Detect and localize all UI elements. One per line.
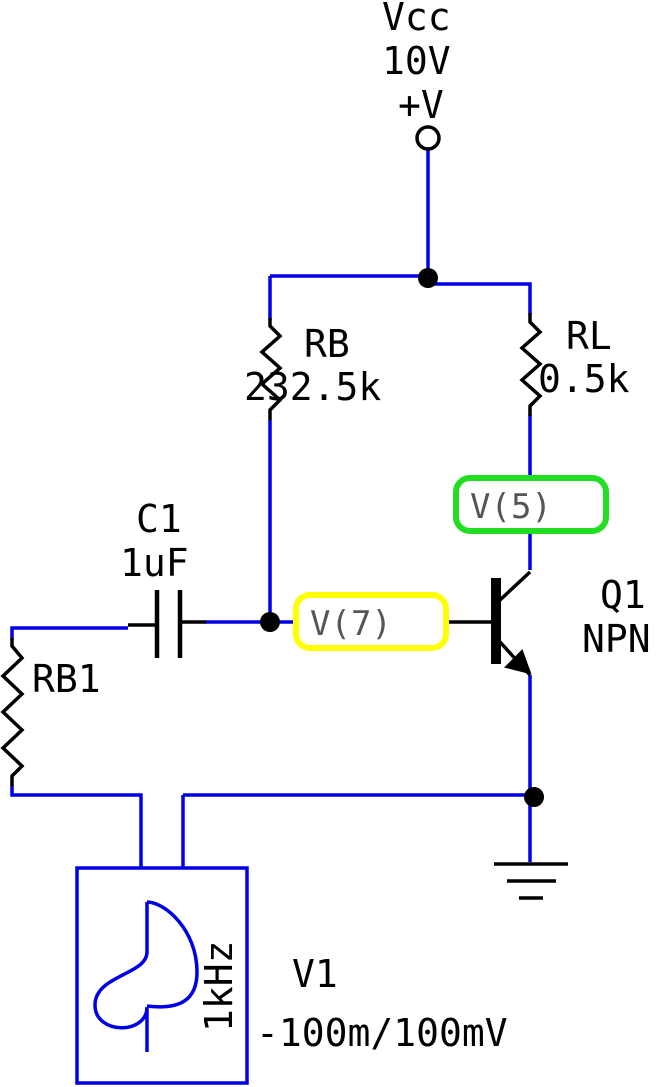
vcc-name: Vcc [382, 0, 451, 39]
vcc-terminal-circle [415, 125, 441, 151]
probe-v5-frame[interactable] [453, 475, 609, 534]
c1-value: 1uF [120, 541, 189, 585]
probe-v7-label: V(7) [310, 604, 392, 644]
c1-name: C1 [136, 497, 182, 541]
transistor-q1-emitter-arrow-icon [504, 649, 532, 675]
ground-icon [494, 862, 568, 900]
vcc-symbol: +V [398, 83, 444, 127]
vcc-value: 10V [382, 39, 451, 83]
rb-value: 232.5k [244, 365, 381, 409]
wires [10, 150, 534, 868]
probe-v5[interactable]: V(5) [453, 475, 609, 534]
v1-frequency: 1kHz [197, 940, 241, 1032]
wire-top-rail [270, 274, 532, 315]
probe-v7[interactable]: V(7) [293, 592, 449, 651]
v1-amplitude: -100m/100mV [256, 1011, 508, 1055]
probe-v5-label: V(5) [470, 487, 552, 527]
v1-box [75, 866, 249, 1085]
wire-left-bottom [10, 785, 143, 868]
junction-top [418, 268, 438, 288]
probe-v7-frame[interactable] [293, 592, 449, 651]
rl-value: 0.5k [538, 357, 630, 401]
sine-wave-icon-right [144, 900, 199, 1009]
rb-name: RB [304, 322, 350, 366]
resistor-rb: RB 232.5k [244, 318, 381, 420]
resistor-rb1: RB1 [0, 638, 101, 786]
rb1-name: RB1 [32, 657, 101, 701]
rl-name: RL [566, 314, 612, 358]
q1-type: NPN [582, 617, 651, 661]
v1-name: V1 [292, 952, 338, 996]
transistor-q1: Q1 NPN [448, 570, 651, 677]
wire-left-loop [10, 626, 128, 640]
transistor-q1-base-bar [491, 578, 501, 664]
capacitor-c1: C1 1uF [120, 497, 206, 658]
resistor-rb1-zigzag [0, 638, 25, 786]
sine-wave-icon [93, 902, 149, 1052]
voltage-source-v1: 1kHz V1 -100m/100mV [75, 866, 508, 1085]
vcc-terminal: Vcc 10V +V [382, 0, 451, 151]
resistor-rl: RL 0.5k [519, 313, 630, 416]
junction-ground [524, 787, 544, 807]
resistor-rb-zigzag [259, 318, 283, 420]
q1-name: Q1 [600, 573, 646, 617]
junctions [260, 268, 544, 807]
transistor-q1-collector [498, 570, 532, 602]
junction-base [260, 612, 280, 632]
resistor-rl-zigzag [519, 313, 543, 416]
